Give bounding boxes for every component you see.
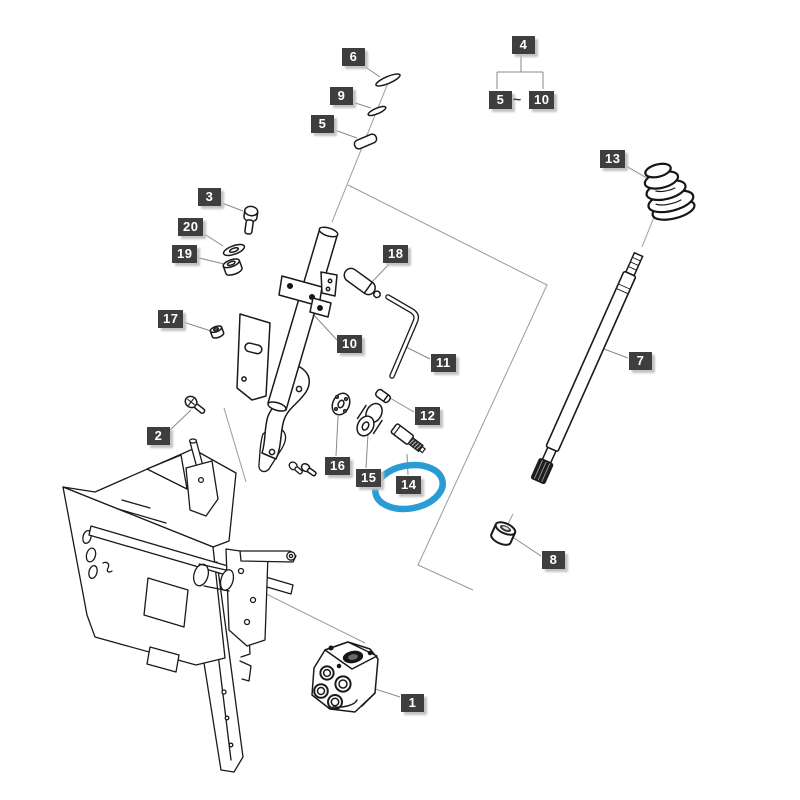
callout-group-item-10[interactable]: 10 <box>529 91 555 109</box>
callout-15[interactable]: 15 <box>356 469 382 487</box>
callout-16[interactable]: 16 <box>325 457 351 475</box>
part-washer-9 <box>367 105 387 117</box>
part-sleeve-12 <box>375 388 391 404</box>
callout-2[interactable]: 2 <box>147 427 170 445</box>
callout-20[interactable]: 20 <box>178 218 204 236</box>
callout-17[interactable]: 17 <box>158 310 184 328</box>
part-tilt-lever-11 <box>385 294 420 379</box>
callout-5[interactable]: 5 <box>311 115 334 133</box>
part-snap-ring-6 <box>375 73 401 87</box>
highlight-circle <box>372 461 446 513</box>
part-grommet-8 <box>490 521 517 546</box>
callout-19[interactable]: 19 <box>172 245 198 263</box>
callout-9[interactable]: 9 <box>330 87 353 105</box>
part-nut-17 <box>209 325 225 339</box>
callout-1[interactable]: 1 <box>401 694 424 712</box>
part-bushing-15 <box>356 402 383 437</box>
callout-14[interactable]: 14 <box>396 476 422 494</box>
part-steering-column <box>236 226 339 477</box>
callout-11[interactable]: 11 <box>431 354 456 372</box>
part-screw-2 <box>184 395 206 414</box>
part-shoulder-bolt-14 <box>390 423 426 454</box>
callout-10[interactable]: 10 <box>337 335 363 353</box>
part-knob-grip-18 <box>343 267 381 299</box>
callout-group-item-5[interactable]: 5 <box>489 91 512 109</box>
callout-13[interactable]: 13 <box>600 150 626 168</box>
part-steering-unit-1 <box>311 641 379 713</box>
callout-4[interactable]: 4 <box>512 36 535 54</box>
callout-3[interactable]: 3 <box>198 188 221 206</box>
callout-6[interactable]: 6 <box>342 48 365 66</box>
range-separator: ~ <box>513 91 522 107</box>
part-steering-shaft-7 <box>530 251 644 485</box>
callout-8[interactable]: 8 <box>542 551 565 569</box>
callout-12[interactable]: 12 <box>415 407 441 425</box>
callout-7[interactable]: 7 <box>629 352 652 370</box>
part-flange-washer-16 <box>331 392 351 416</box>
part-rubber-boot-13 <box>643 162 696 221</box>
group-bracket-lines <box>496 52 544 89</box>
part-bolt-3 <box>243 205 259 235</box>
part-frame-weldment <box>62 427 303 773</box>
part-bushing-19 <box>222 258 243 276</box>
part-washer-20 <box>222 243 246 257</box>
part-sleeve-5 <box>353 133 378 150</box>
callout-18[interactable]: 18 <box>383 245 409 263</box>
